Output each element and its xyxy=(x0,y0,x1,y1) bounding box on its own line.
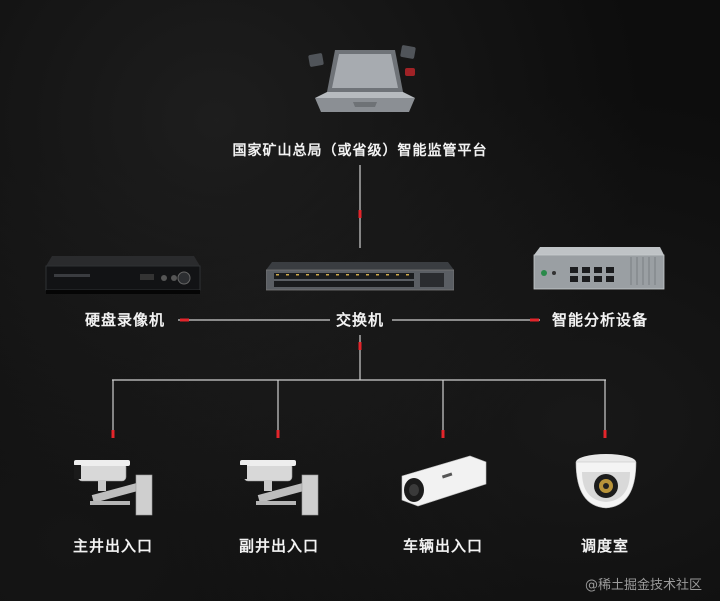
camera-label-main-shaft: 主井出入口 xyxy=(72,537,154,555)
watermark: @稀土掘金技术社区 xyxy=(584,578,702,593)
box-camera-icon xyxy=(401,455,487,507)
camera-label-vehicle: 车辆出入口 xyxy=(402,537,484,555)
red-dot-drop-2 xyxy=(276,430,280,438)
red-dot-platform xyxy=(358,210,362,218)
dome-camera-icon xyxy=(575,454,637,509)
bullet-camera-icon xyxy=(240,460,319,516)
camera-label-dispatch-room: 调度室 xyxy=(580,537,630,555)
platform-label: 国家矿山总局（或省级）智能监管平台 xyxy=(232,143,488,159)
red-dot-drop-4 xyxy=(603,430,607,438)
mid-label-analysis: 智能分析设备 xyxy=(551,311,649,329)
red-dot-drop-1 xyxy=(111,430,115,438)
red-dot-switch-down xyxy=(358,342,362,350)
analysis-box-icon xyxy=(533,247,665,290)
bullet-camera-icon xyxy=(74,460,153,516)
network-switch-icon xyxy=(266,262,454,291)
red-dot-analysis xyxy=(530,318,539,322)
mid-label-switch: 交换机 xyxy=(335,311,385,329)
nvr-recorder-icon xyxy=(45,256,201,294)
red-dot-nvr xyxy=(180,318,189,322)
mid-label-nvr: 硬盘录像机 xyxy=(84,311,166,329)
red-dot-drop-3 xyxy=(441,430,445,438)
camera-label-aux-shaft: 副井出入口 xyxy=(238,537,320,555)
laptop-icon xyxy=(308,45,416,112)
